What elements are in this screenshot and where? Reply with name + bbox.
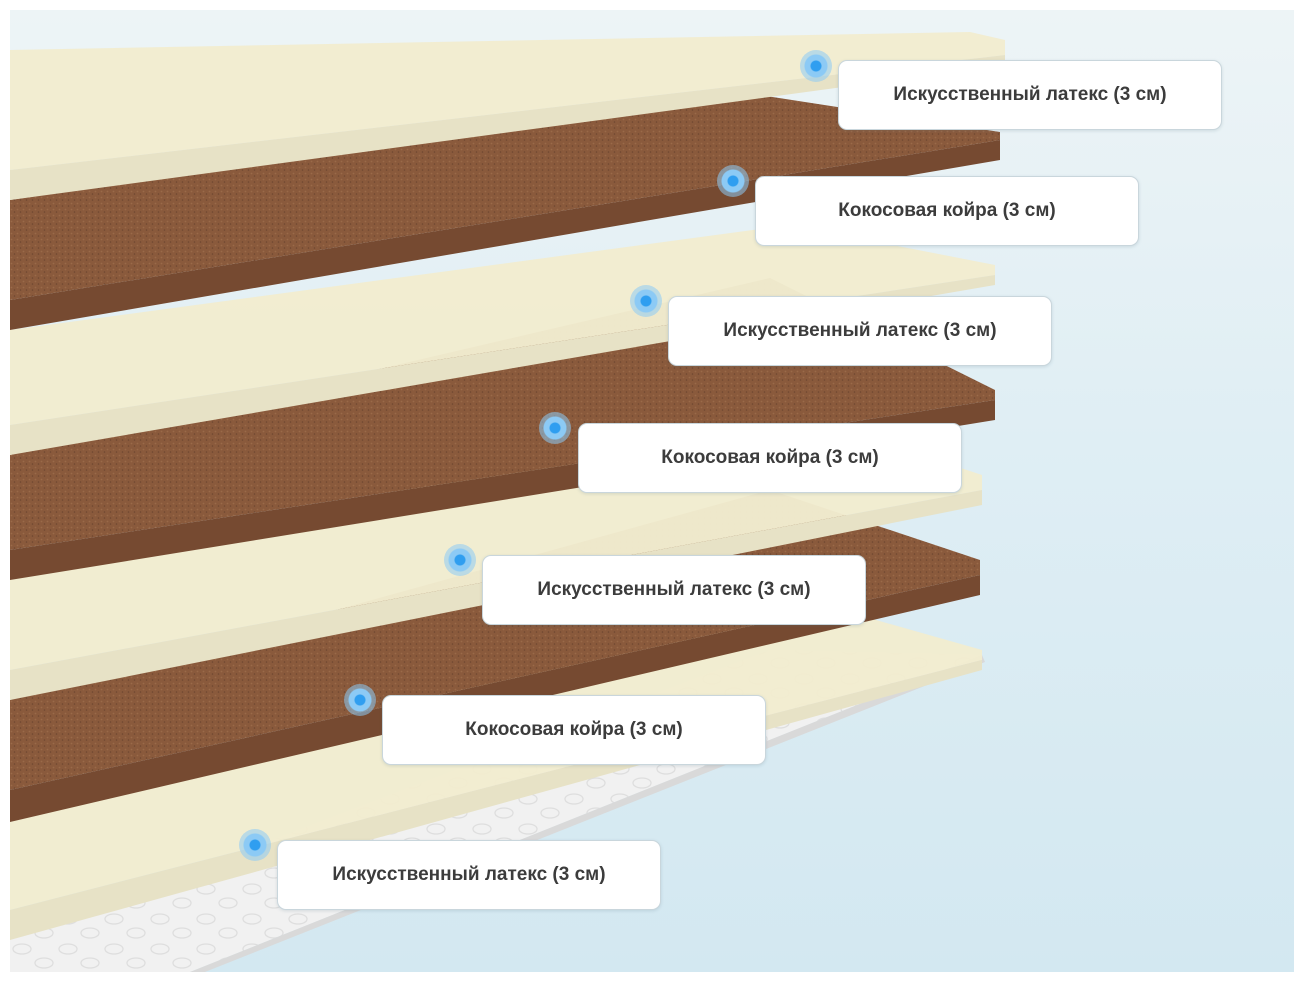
layer-marker-6[interactable] xyxy=(344,684,376,716)
layer-label-7: Искусственный латекс (3 см) xyxy=(277,840,661,910)
layer-1-top-face xyxy=(10,32,1005,170)
layer-marker-7[interactable] xyxy=(239,829,271,861)
layer-label-6: Кокосовая койра (3 см) xyxy=(382,695,766,765)
layer-2-top-face xyxy=(10,92,1000,300)
layer-label-4: Кокосовая койра (3 см) xyxy=(578,423,962,493)
mattress-layers-diagram: Искусственный латекс (3 см) Кокосовая ко… xyxy=(10,10,1294,972)
layer-label-5: Искусственный латекс (3 см) xyxy=(482,555,866,625)
layer-marker-2[interactable] xyxy=(717,165,749,197)
layer-marker-3[interactable] xyxy=(630,285,662,317)
layer-label-2: Кокосовая койра (3 см) xyxy=(755,176,1139,246)
layer-2-edge-face xyxy=(10,140,1000,330)
layer-coir-2 xyxy=(10,92,1000,330)
layer-marker-4[interactable] xyxy=(539,412,571,444)
layer-marker-1[interactable] xyxy=(800,50,832,82)
layer-marker-5[interactable] xyxy=(444,544,476,576)
layer-latex-1 xyxy=(10,32,1005,200)
layer-label-3: Искусственный латекс (3 см) xyxy=(668,296,1052,366)
layer-3-top-face xyxy=(10,225,995,425)
layer-1-edge-face xyxy=(10,55,1005,200)
layer-label-1: Искусственный латекс (3 см) xyxy=(838,60,1222,130)
